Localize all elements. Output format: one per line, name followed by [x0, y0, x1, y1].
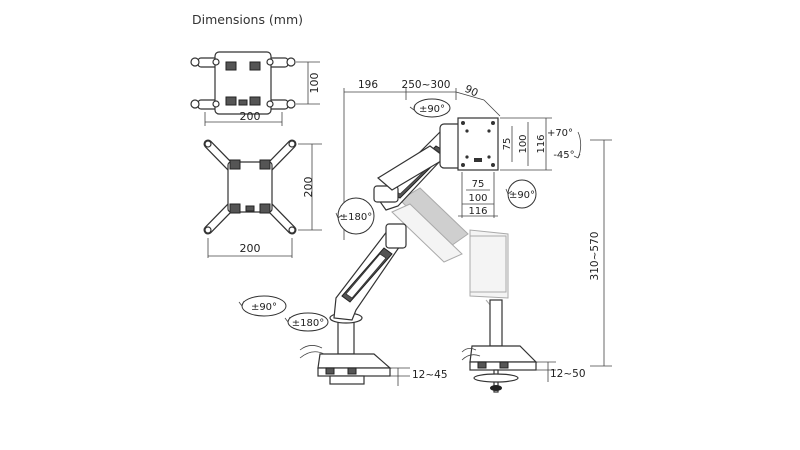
dim-plate-v100: 100 — [518, 134, 529, 153]
rotation-tilt — [573, 131, 582, 159]
dim-plate-h116: 116 — [468, 206, 487, 217]
dim-plate-v75: 75 — [502, 138, 513, 151]
diagram-title: Dimensions (mm) — [192, 12, 304, 27]
dim-reach-main: 250~300 — [402, 79, 451, 91]
rotation-base-swivel — [238, 295, 287, 317]
dim-vesa-top-height: 100 — [308, 73, 321, 94]
dim-head-depth: 90 — [463, 83, 480, 100]
rot-elbow: ±180° — [340, 212, 372, 223]
rotation-plate — [505, 179, 537, 209]
dim-clamp-right: 12~50 — [550, 368, 586, 380]
dim-clamp-left: 12~45 — [412, 369, 448, 381]
vesa-bracket-x — [203, 139, 322, 258]
rot-plate: ±90° — [509, 190, 535, 201]
dim-plate-v116: 116 — [536, 134, 547, 153]
rot-tilt-down: -45° — [553, 150, 574, 161]
rot-tilt-up: +70° — [547, 128, 573, 139]
dim-vesa-x-height: 200 — [302, 177, 315, 198]
rotation-base-rotate — [284, 312, 329, 332]
rot-base-rotate: ±180° — [292, 318, 324, 329]
rotation-swivel-top — [409, 98, 451, 118]
monitor-arm-main — [299, 117, 499, 386]
dim-height-range: 310~570 — [589, 232, 601, 281]
dim-plate-h75: 75 — [472, 179, 485, 190]
plate-dimension-lines — [458, 117, 552, 218]
dim-plate-h100: 100 — [468, 193, 487, 204]
rot-swivel-top: ±90° — [419, 104, 445, 115]
rot-base-swivel: ±90° — [251, 302, 277, 313]
dim-vesa-top-width: 200 — [240, 110, 261, 123]
pole-base-right — [461, 299, 556, 393]
height-dimension-line — [590, 139, 612, 367]
dim-vesa-x-width: 200 — [240, 242, 261, 255]
dim-reach-rear: 196 — [358, 79, 378, 91]
arm-ghost-position — [391, 187, 509, 313]
vesa-bracket-top — [190, 51, 320, 126]
rotation-elbow — [335, 197, 375, 235]
